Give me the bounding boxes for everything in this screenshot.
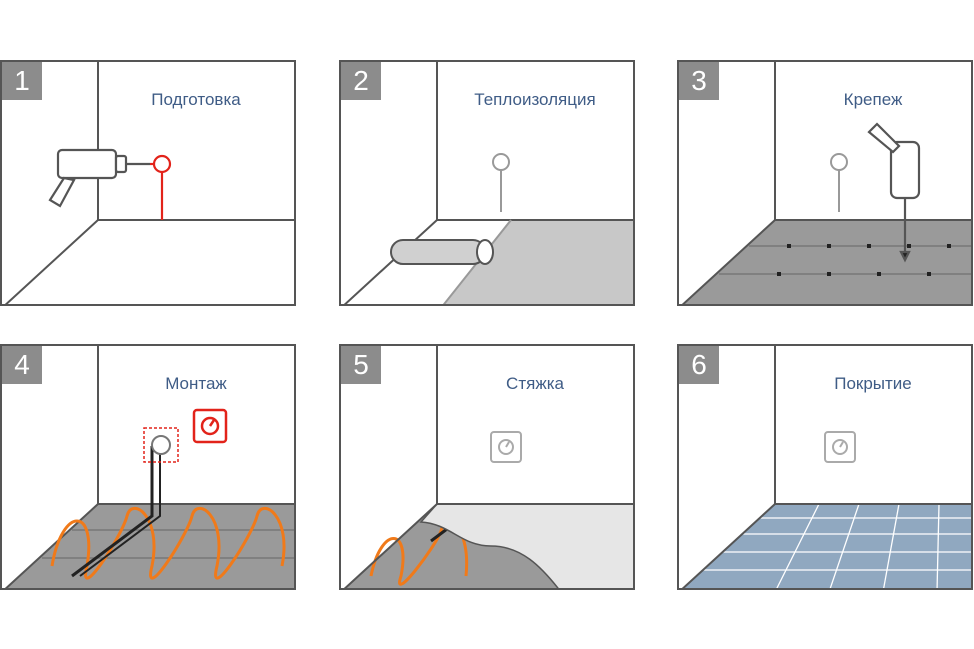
step-panel-4: 4 Монтаж xyxy=(0,344,296,590)
socket-marking xyxy=(150,154,172,220)
thermostat-icon xyxy=(824,431,856,463)
step-number: 2 xyxy=(341,62,381,100)
step-number: 6 xyxy=(679,346,719,384)
step-number: 1 xyxy=(2,62,42,100)
installation-illustration xyxy=(4,346,294,588)
step-panel-5: 5 Стяжка xyxy=(339,344,635,590)
socket-icon xyxy=(492,153,510,212)
screed-layer xyxy=(419,503,633,588)
socket-icon xyxy=(830,153,848,212)
step-title: Крепеж xyxy=(843,90,903,109)
flooring-illustration xyxy=(681,346,971,588)
step-title: Подготовка xyxy=(151,90,241,109)
fastening-illustration xyxy=(681,62,971,304)
thermostat-icon xyxy=(490,431,522,463)
step-panel-6: 6 Покрытие xyxy=(677,344,973,590)
step-number: 3 xyxy=(679,62,719,100)
step-panel-2: 2 Теплоизоляция xyxy=(339,60,635,306)
insulation-roll-icon xyxy=(390,239,494,265)
screed-illustration xyxy=(343,346,633,588)
step-panel-1: 1 Подготовка xyxy=(0,60,296,306)
step-number: 5 xyxy=(341,346,381,384)
heating-cable-icon xyxy=(50,506,286,580)
step-title: Теплоизоляция xyxy=(474,90,596,109)
socket-icon xyxy=(143,427,179,463)
step-title: Монтаж xyxy=(165,374,227,393)
step-number: 4 xyxy=(2,346,42,384)
step-panel-3: 3 Крепеж xyxy=(677,60,973,306)
drill-icon xyxy=(48,148,150,208)
step-title: Стяжка xyxy=(506,374,564,393)
insulation-illustration xyxy=(343,62,633,304)
thermostat-icon xyxy=(192,408,228,444)
screwdriver-icon xyxy=(867,122,921,263)
step-title: Покрытие xyxy=(834,374,912,393)
room-preparation-illustration xyxy=(4,62,294,304)
